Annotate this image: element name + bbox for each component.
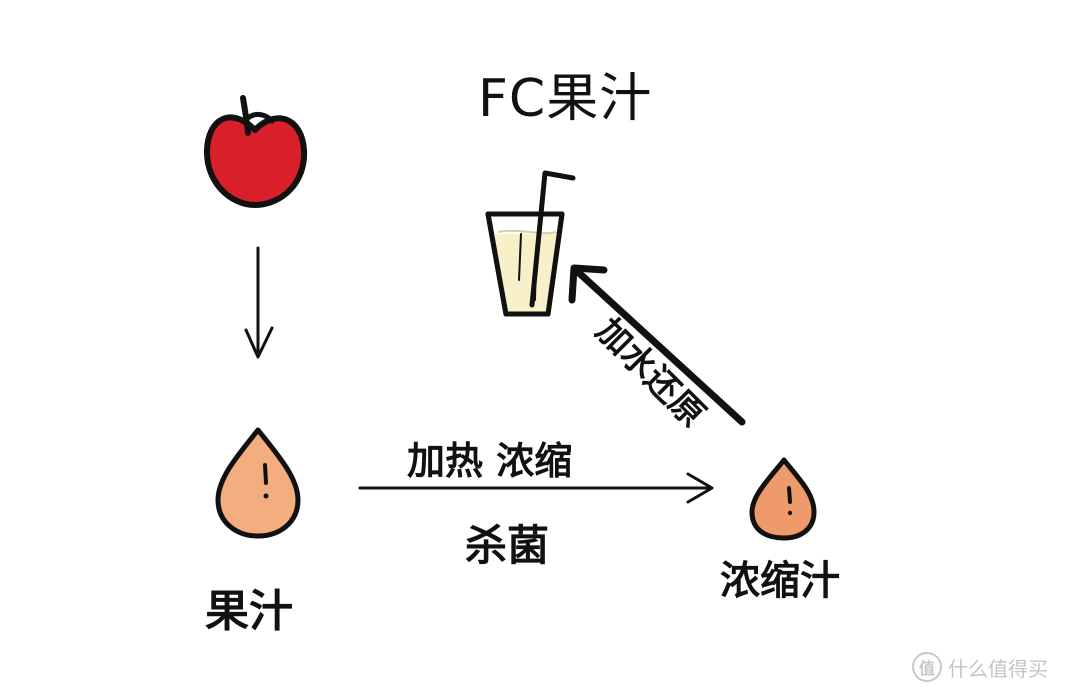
apple-to-juice-arrow (244, 246, 274, 359)
juice-label: 果汁 (205, 586, 293, 637)
watermark: 值 什么值得买 (912, 647, 1072, 687)
juice-drop-icon (215, 427, 301, 539)
page-title: FC果汁 (478, 69, 653, 129)
watermark-text: 什么值得买 (948, 656, 1048, 681)
concentrate-arrow (358, 472, 714, 504)
watermark-logo-icon: 值 (912, 652, 942, 682)
fc-juice-cup-icon (485, 170, 576, 317)
sterilize-label: 杀菌 (465, 521, 550, 570)
apple-icon (203, 95, 308, 208)
reconstitute-arrow (568, 264, 746, 426)
concentrate-label: 浓缩汁 (720, 558, 840, 604)
concentrate-drop-icon (749, 457, 817, 541)
heat-concentrate-label: 加热 浓缩 (407, 439, 573, 483)
